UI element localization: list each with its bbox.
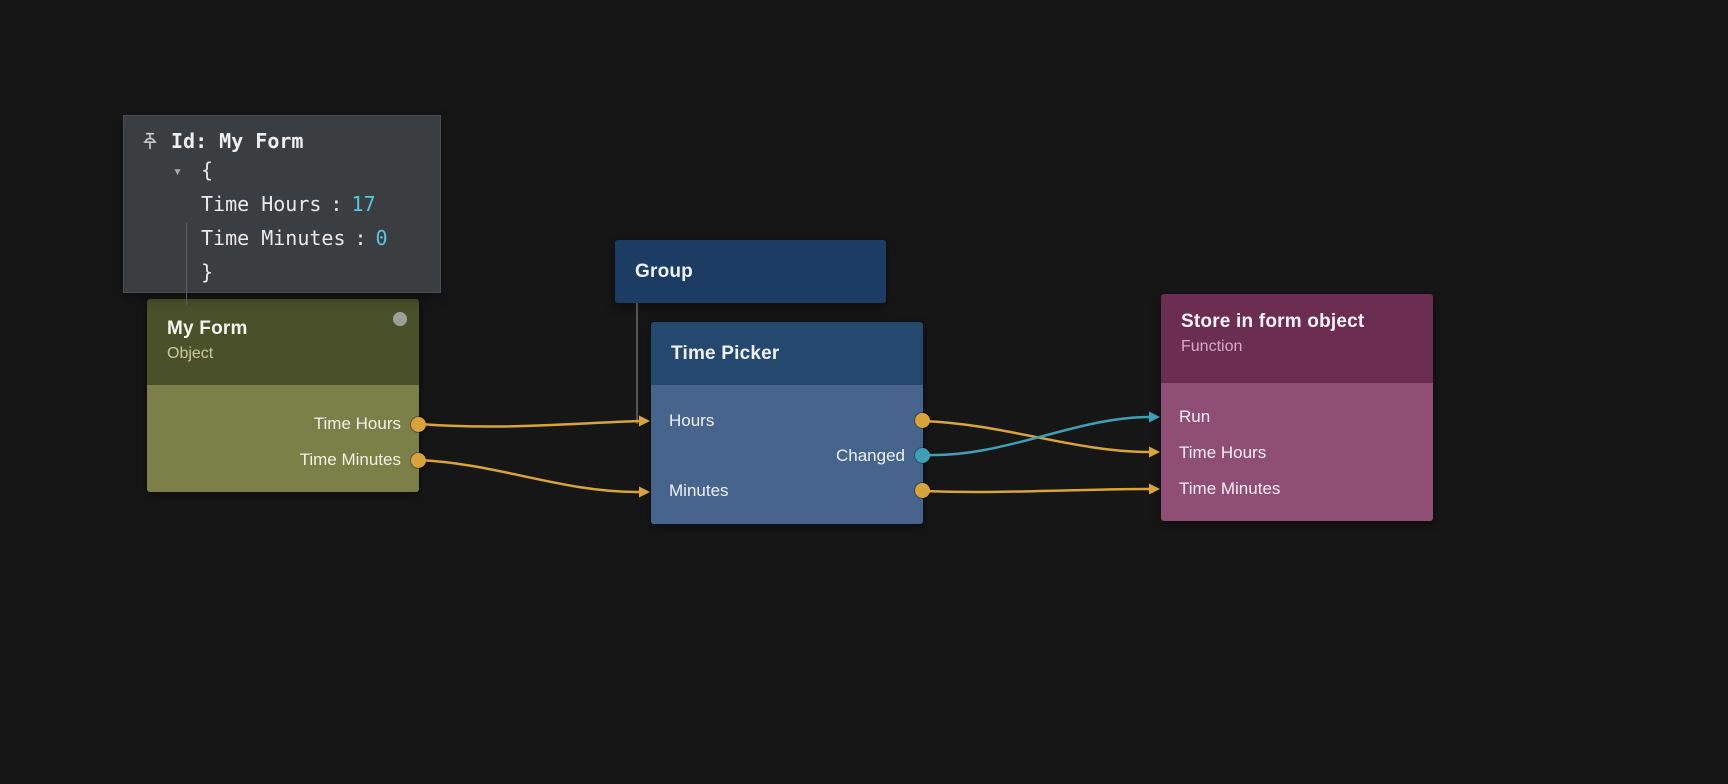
wire-minutes-to-timeminutes[interactable] [921, 487, 1151, 494]
node-group[interactable]: Group [615, 240, 886, 303]
inspector-connection-dot[interactable] [393, 312, 407, 326]
wire-timehours-to-hours[interactable] [417, 419, 641, 428]
output-port-dot[interactable] [915, 413, 930, 428]
node-title: Time Picker [671, 342, 780, 364]
inspector-title: Id: My Form [171, 129, 304, 153]
tree-entry: Time Hours:17 [124, 187, 440, 221]
wire-arrowhead [639, 415, 650, 427]
open-brace: { [201, 158, 214, 182]
output-port-dot[interactable] [915, 448, 930, 463]
inspector-title-row: Id: My Form [124, 116, 440, 153]
node-header: Store in form object Function [1161, 294, 1433, 383]
port-label: Changed [835, 445, 905, 465]
wire-changed-to-run[interactable] [921, 415, 1151, 457]
port-label: Time Hours [313, 414, 401, 433]
node-subtitle: Function [1181, 338, 1243, 355]
entry-key: Time Hours [201, 192, 322, 216]
node-header: Time Picker [651, 322, 923, 385]
port-label: Minutes [669, 480, 729, 500]
output-port-time-hours[interactable]: Time Hours [147, 406, 426, 442]
node-body: Run Time Hours Time Minutes [1161, 383, 1433, 521]
entry-value: 17 [351, 192, 376, 216]
tree-open-row: ▾{ [124, 153, 440, 187]
wire-hours-to-timehours[interactable] [921, 419, 1151, 454]
node-header: My Form Object [147, 299, 419, 385]
output-port-dot[interactable] [915, 483, 930, 498]
port-label: Time Hours [1179, 443, 1267, 462]
node-subtitle: Object [167, 345, 214, 362]
node-title: Group [635, 260, 693, 282]
input-port-minutes[interactable]: Minutes [651, 473, 930, 508]
port-label: Hours [669, 410, 715, 430]
port-label: Time Minutes [299, 450, 401, 469]
node-body: Hours Changed Minutes [651, 385, 930, 524]
node-body: Time Hours Time Minutes [147, 385, 426, 492]
inspector-json-tree: ▾{ Time Hours:17 Time Minutes:0 } [124, 153, 440, 305]
node-title: My Form [167, 318, 248, 339]
node-time-picker[interactable]: Time Picker Hours Changed Minutes [651, 322, 930, 524]
wire-arrowhead [1149, 411, 1160, 423]
entry-value: 0 [375, 226, 388, 250]
pinned-value-inspector[interactable]: Id: My Form ▾{ Time Hours:17 Time Minute… [123, 115, 441, 305]
wire-arrowhead [1149, 483, 1160, 495]
entry-key: Time Minutes [201, 226, 346, 250]
tree-entry: Time Minutes:0 [124, 221, 440, 255]
output-port-time-minutes[interactable]: Time Minutes [147, 442, 426, 478]
close-brace: } [201, 260, 214, 284]
port-label: Run [1179, 407, 1211, 426]
output-port-changed[interactable]: Changed [651, 438, 930, 473]
node-title: Store in form object [1181, 311, 1365, 332]
input-port-run[interactable]: Run [1161, 399, 1433, 435]
collapse-arrow-icon[interactable]: ▾ [173, 162, 183, 180]
wire-arrowhead [639, 486, 650, 498]
output-port-dot[interactable] [411, 416, 426, 432]
node-my-form[interactable]: My Form Object Time Hours Time Minutes [147, 299, 426, 492]
pin-icon[interactable] [141, 132, 159, 150]
input-port-time-minutes[interactable]: Time Minutes [1161, 471, 1433, 507]
tree-close-row: } [124, 255, 440, 289]
input-port-time-hours[interactable]: Time Hours [1161, 435, 1433, 471]
tree-guide-line [186, 223, 187, 305]
wire-timeminutes-to-minutes[interactable] [417, 458, 641, 494]
input-port-hours[interactable]: Hours [651, 403, 930, 438]
node-store-in-form-object[interactable]: Store in form object Function Run Time H… [1161, 294, 1433, 521]
port-label: Time Minutes [1179, 479, 1281, 498]
output-port-dot[interactable] [411, 452, 426, 468]
wire-arrowhead [1149, 446, 1160, 458]
entry-separator: : [330, 192, 343, 216]
entry-separator: : [354, 226, 367, 250]
